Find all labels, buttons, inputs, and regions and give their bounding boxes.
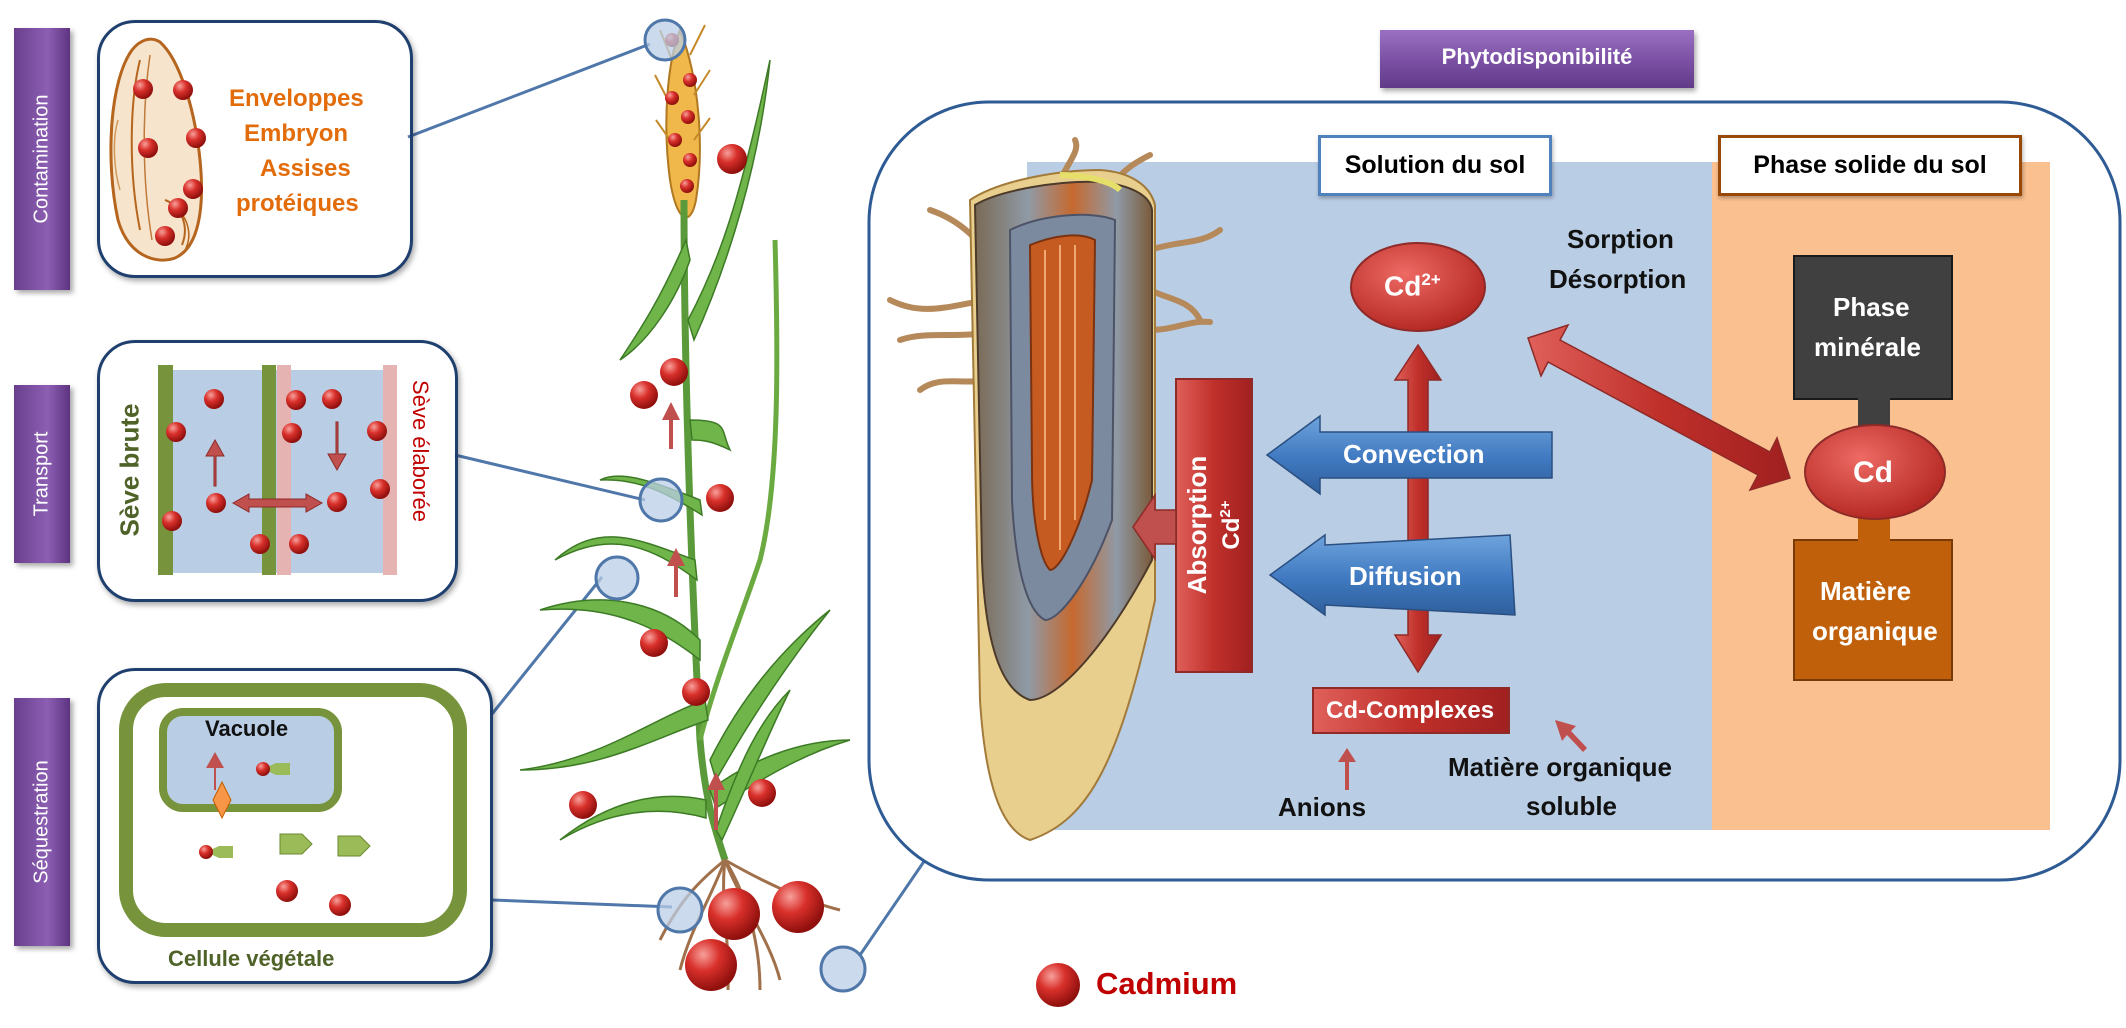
solution-label-box: Solution du sol [1318, 135, 1552, 196]
plant-cadmium-dots [569, 33, 824, 991]
sorption-label: Sorption [1567, 224, 1674, 254]
vacuole-label: Vacuole [205, 716, 289, 741]
absorption-bar [1175, 378, 1253, 673]
tab-sequestration-label: Séquestration [30, 760, 53, 884]
phase-minerale-box [1793, 255, 1953, 400]
cd2-symbol: Cd [1384, 270, 1422, 302]
grain-label-assises: Assises [260, 155, 351, 182]
matiere-organique-line1: Matière [1820, 576, 1912, 606]
solid-label-box: Phase solide du sol [1718, 135, 2022, 196]
absorption-sub: Cd2+ [1212, 456, 1246, 595]
cd2-text: Cd2+ [1384, 270, 1441, 302]
wheat-plant [519, 24, 851, 991]
absorption-label: Absorption [1182, 455, 1212, 595]
cell-panel [97, 668, 493, 984]
grain-cadmium-dots [133, 79, 206, 246]
cell-illustration [119, 683, 467, 937]
matiere-organique-line2: organique [1812, 616, 1938, 646]
cd2-charge: 2+ [1421, 270, 1441, 289]
mo-soluble-line2: soluble [1526, 791, 1618, 821]
desorption-label: Désorption [1549, 264, 1687, 294]
cd-solid-label: Cd [1853, 456, 1893, 489]
tab-contamination-label: Contamination [30, 94, 53, 224]
grain-label-embryon: Embryon [244, 120, 349, 147]
transport-panel [97, 340, 458, 602]
anions-label: Anions [1278, 792, 1367, 822]
absorption-cd: Cd [1218, 517, 1245, 550]
grain-label-proteiques: protéiques [236, 190, 359, 217]
diffusion-label: Diffusion [1349, 561, 1462, 591]
matiere-organique-box [1793, 539, 1953, 681]
tab-transport-label: Transport [30, 431, 53, 517]
tab-transport: Transport [14, 385, 70, 563]
phase-minerale-line1: Phase [1833, 292, 1910, 322]
legend-cadmium-label: Cadmium [1096, 966, 1238, 1001]
complexes-box [1312, 687, 1510, 734]
absorption-label-group: Absorption Cd2+ [1182, 456, 1246, 595]
zoom-circles [594, 18, 867, 993]
convection-label: Convection [1343, 439, 1485, 469]
solution-label: Solution du sol [1344, 151, 1526, 179]
cd2-ellipse [1350, 242, 1486, 332]
phyto-title: Phytodisponibilité [1441, 44, 1633, 69]
phase-minerale-line2: minérale [1814, 332, 1921, 362]
cellule-vegetale-label: Cellule végétale [168, 946, 335, 971]
root-section [887, 137, 1223, 842]
phyto-title-box: Phytodisponibilité [1380, 30, 1694, 88]
tab-sequestration: Séquestration [14, 698, 70, 946]
grain-label-enveloppes: Enveloppes [229, 85, 364, 112]
grain-panel [97, 20, 413, 278]
connector-lines [407, 42, 927, 956]
mo-soluble-line1: Matière organique [1448, 752, 1672, 782]
absorption-charge: 2+ [1217, 500, 1234, 518]
seve-brute-label: Sève brute [114, 403, 145, 537]
cd-solid-ellipse [1804, 424, 1946, 520]
solid-label: Phase solide du sol [1753, 151, 1987, 179]
complexes-label: Cd-Complexes [1326, 697, 1495, 724]
tab-contamination: Contamination [14, 28, 70, 290]
legend-cadmium-ball [1036, 963, 1080, 1007]
seve-elaboree-label: Sève élaborée [408, 380, 433, 522]
transport-illustration [158, 365, 397, 575]
